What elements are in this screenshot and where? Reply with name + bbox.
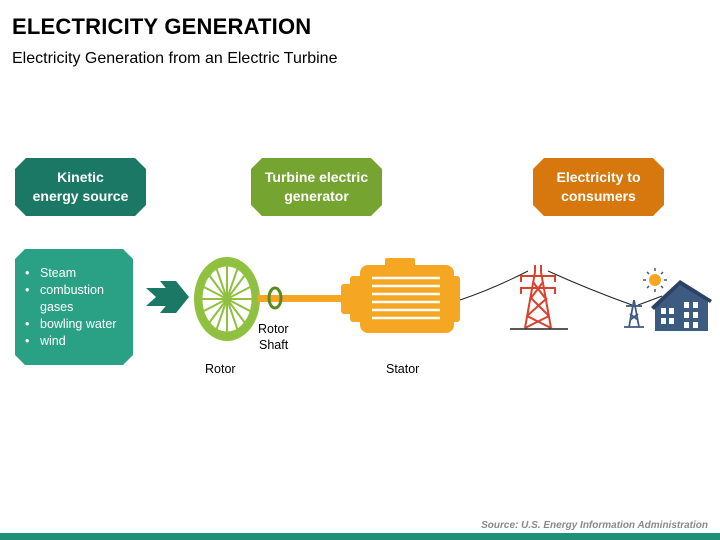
slide-title: ELECTRICITY GENERATION bbox=[12, 14, 312, 39]
rotor-shaft-label-line2: Shaft bbox=[259, 338, 289, 352]
energy-source-item: Steam bbox=[25, 265, 127, 282]
energy-source-item: combustion gases bbox=[25, 282, 127, 316]
source-note: Source: U.S. Energy Information Administ… bbox=[481, 520, 708, 531]
slide-subtitle: Electricity Generation from an Electric … bbox=[12, 50, 338, 67]
bottom-bar bbox=[0, 533, 720, 540]
arrow-right-icon bbox=[146, 281, 189, 313]
energy-source-item: wind bbox=[25, 333, 127, 350]
energy-source-box: Steam combustion gases bowling water win… bbox=[15, 249, 133, 365]
energy-source-item: bowling water bbox=[25, 316, 127, 333]
stator-motor-icon bbox=[341, 258, 460, 333]
rotor-icon bbox=[194, 257, 260, 341]
power-tower-icon bbox=[510, 265, 568, 330]
energy-source-list: Steam combustion gases bowling water win… bbox=[25, 265, 127, 350]
shaft-coil-icon bbox=[267, 286, 283, 310]
header-turbine-label: Turbine electric generator bbox=[264, 169, 369, 204]
rotor-label: Rotor bbox=[205, 362, 236, 376]
header-consumers-label: Electricity to consumers bbox=[556, 169, 641, 204]
small-tower-icon bbox=[624, 299, 644, 328]
stator-label: Stator bbox=[386, 362, 420, 376]
rotor-shaft bbox=[258, 295, 348, 302]
header-kinetic-label: Kinetic energy source bbox=[32, 169, 129, 204]
sun-icon bbox=[643, 268, 667, 292]
header-electricity-consumers: Electricity to consumers bbox=[533, 158, 664, 216]
house-icon bbox=[651, 280, 712, 331]
rotor-shaft-label-line1: Rotor bbox=[258, 322, 289, 336]
header-turbine-generator: Turbine electric generator bbox=[251, 158, 382, 216]
header-kinetic-energy-source: Kinetic energy source bbox=[15, 158, 146, 216]
power-lines bbox=[459, 270, 663, 306]
